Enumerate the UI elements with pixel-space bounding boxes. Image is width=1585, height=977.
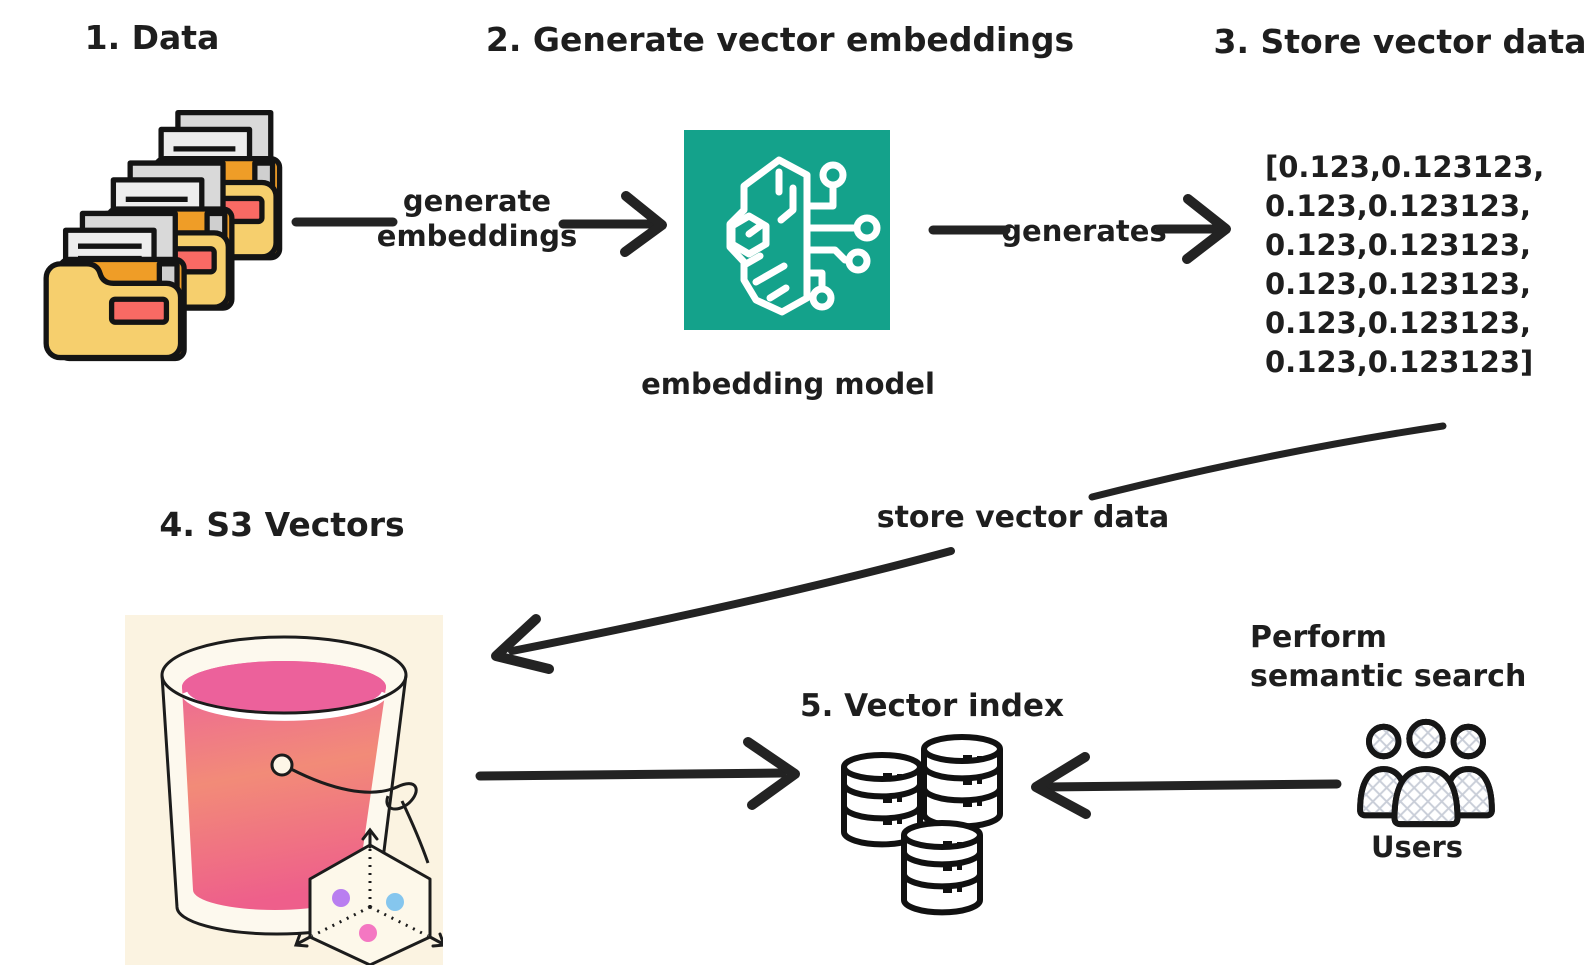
- embedding-model-caption: embedding model: [641, 367, 935, 401]
- vector-line: 0.123,0.123123,: [1265, 228, 1532, 262]
- embedding-model-box: [684, 130, 890, 330]
- users-icon: [1352, 712, 1500, 832]
- vector-axes-cube: [293, 827, 443, 965]
- store-vector-data-label: store vector data: [876, 500, 1170, 535]
- vector-data-block: [0.123,0.123123, 0.123,0.123123, 0.123,0…: [1265, 148, 1544, 382]
- arrow-store-vector-data: [491, 422, 1447, 674]
- generates-label: generates: [1001, 214, 1167, 248]
- semantic-search-line1: Perform: [1250, 620, 1387, 655]
- dot-blue: [386, 893, 404, 911]
- arrow-bucket-to-index: [475, 737, 800, 810]
- vector-line: 0.123,0.123123,: [1265, 306, 1532, 340]
- data-folders-icon: [18, 110, 306, 362]
- arrow-users-to-index: [1031, 752, 1342, 819]
- vector-line: 0.123,0.123123]: [1265, 345, 1534, 379]
- brain-circuit-icon: [726, 156, 881, 316]
- folders-svg: [43, 110, 283, 362]
- vector-line: [0.123,0.123123,: [1265, 150, 1545, 184]
- vector-line: 0.123,0.123123,: [1265, 267, 1532, 301]
- step1-title: 1. Data: [84, 18, 220, 57]
- s3-bucket-card: [125, 615, 443, 965]
- dot-purple: [332, 889, 350, 907]
- arrow-generates: [928, 194, 1231, 264]
- users-svg: [1357, 718, 1495, 828]
- step2-title: 2. Generate vector embeddings: [485, 20, 1075, 59]
- generate-embeddings-label: generate embeddings: [376, 184, 578, 253]
- users-caption: Users: [1370, 830, 1464, 864]
- vector-line: 0.123,0.123123,: [1265, 189, 1532, 223]
- vector-index-icon: [833, 722, 1013, 918]
- arrow-generate-embeddings: [291, 191, 667, 257]
- dot-pink: [359, 924, 377, 942]
- s3-bucket-drawing: [160, 635, 443, 965]
- semantic-search-heading: Perform semantic search: [1250, 618, 1526, 696]
- step5-title: 5. Vector index: [800, 688, 1064, 724]
- database-cylinders-svg: [841, 734, 1003, 916]
- semantic-search-line2: semantic search: [1250, 659, 1527, 694]
- step3-title: 3. Store vector data: [1213, 22, 1585, 61]
- step4-title: 4. S3 Vectors: [159, 505, 405, 544]
